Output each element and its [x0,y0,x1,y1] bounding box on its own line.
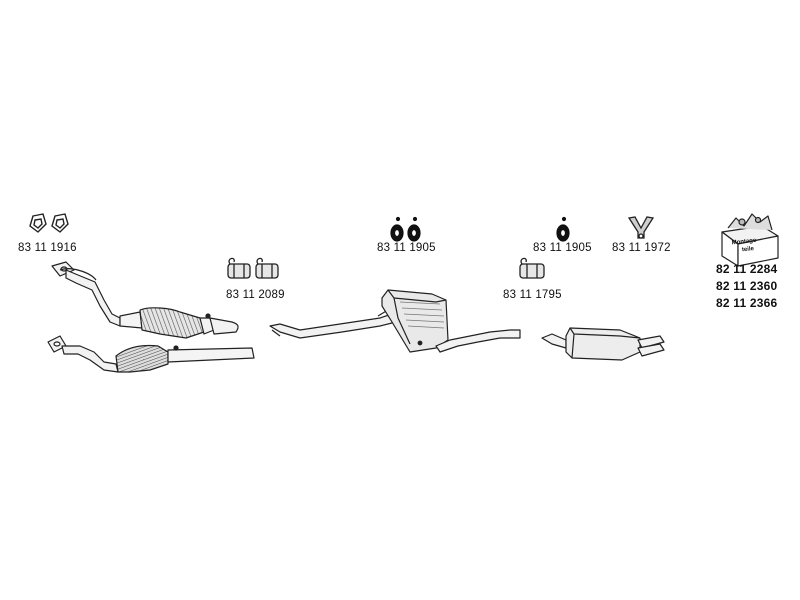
kit-number-1: 82 11 2284 [716,262,778,276]
front-pipe-upper-icon [51,261,239,339]
part-number-hanger-pair: 83 11 1905 [377,242,436,254]
clamps-pair-icon [227,257,279,279]
bracket-icon [627,216,655,239]
part-number-clamps: 83 11 2089 [226,289,285,301]
kit-number-3: 82 11 2366 [716,296,778,310]
part-number-bracket: 83 11 1972 [612,242,671,254]
rear-silencer-icon [541,327,665,361]
hanger-single-icon [556,216,570,242]
kit-number-2: 82 11 2360 [716,279,778,293]
clamp-single-icon [519,257,545,279]
front-pipe-lower-icon [47,335,255,373]
kit-box-label-line1: Montage- [731,238,758,247]
part-number-gasket: 83 11 1916 [18,242,77,254]
part-number-hanger-single: 83 11 1905 [533,242,592,254]
center-silencer-icon [269,289,521,353]
gasket-pair-icon [29,213,69,233]
mounting-kit-box-icon: Montage- teile [721,213,779,267]
kit-box-label-line2: teile [742,246,755,253]
part-number-clamp-single: 83 11 1795 [503,289,562,301]
hanger-pair-icon [390,216,421,242]
